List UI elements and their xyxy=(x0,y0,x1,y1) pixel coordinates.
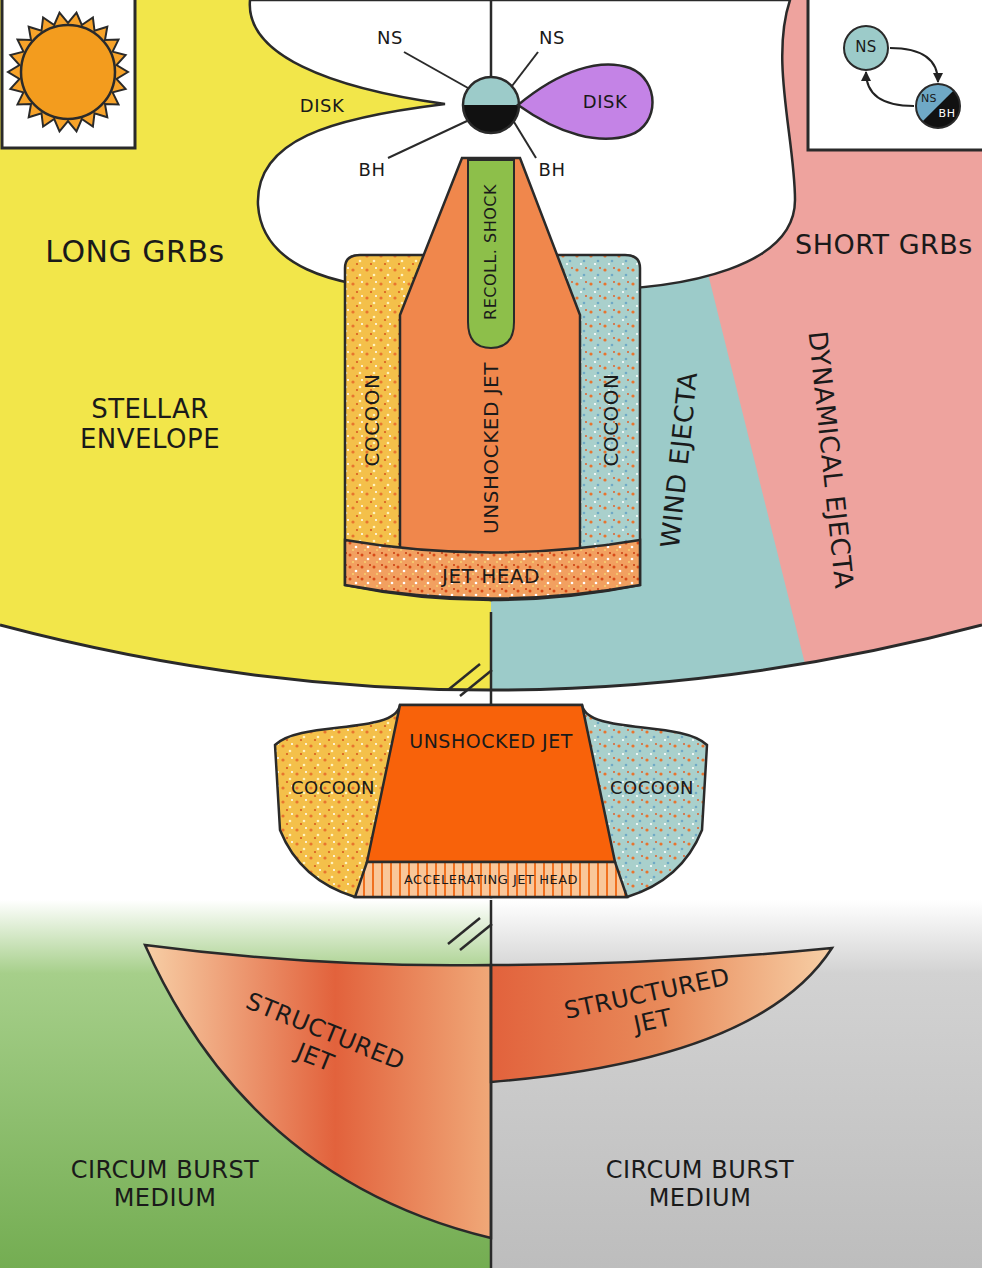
region-label: DISK xyxy=(583,92,627,113)
leader-lines xyxy=(388,52,538,158)
jet-shape xyxy=(400,158,580,570)
envelope-region: STELLAR ENVELOPE xyxy=(30,380,280,470)
inset-frame xyxy=(2,0,135,148)
bh-half xyxy=(916,84,960,128)
cocoon-region: COCOON xyxy=(604,760,704,816)
medium-region: CIRCUM BURST MEDIUM xyxy=(558,1150,842,1220)
sun-symbol xyxy=(21,25,115,119)
group-heading: SHORT GRBs xyxy=(795,229,973,260)
ns-symbol xyxy=(844,26,888,70)
binary-outline xyxy=(916,84,960,128)
cocoon-region: COCOON xyxy=(582,260,640,580)
jet-head-region: ACCELERATING JET HEAD xyxy=(370,865,610,895)
inset-frame xyxy=(808,0,982,150)
jet-region: UNSHOCKED JET xyxy=(395,720,590,766)
region-label: CIRCUM BURST MEDIUM xyxy=(25,1157,305,1212)
part-label: NS xyxy=(377,28,403,49)
grey-medium xyxy=(491,900,982,1268)
region-label: STRUCTURED JET xyxy=(222,984,419,1106)
ns-half xyxy=(463,77,519,105)
jet-head-region: JET HEAD xyxy=(360,555,620,595)
medium-region: CIRCUM BURST MEDIUM xyxy=(23,1150,307,1220)
jet-region: UNSHOCKED JET RECOLL. SHOCK xyxy=(400,158,580,548)
ns-circle: NS xyxy=(844,26,888,70)
region-label: DYNAMICAL EJECTA xyxy=(802,330,859,591)
cocoon-region: COCOON xyxy=(280,760,390,816)
region-label: COCOON xyxy=(610,778,694,799)
structured-jet-region: STRUCTURED JET xyxy=(220,982,421,1108)
ejecta-region: DYNAMICAL EJECTA xyxy=(800,320,861,600)
region-label: WIND EJECTA xyxy=(656,370,704,549)
region-label: ACCELERATING JET HEAD xyxy=(404,873,578,888)
central-engine xyxy=(463,77,519,133)
shock-region: RECOLL. SHOCK xyxy=(468,160,514,348)
sun-rays xyxy=(8,13,128,132)
jet-head-band xyxy=(345,540,640,599)
part-label: NS xyxy=(539,28,565,49)
part-label: BH xyxy=(359,160,386,181)
orbit-arrow xyxy=(866,72,914,106)
region-label: COCOON xyxy=(291,778,375,799)
region-label: NS xyxy=(855,39,877,56)
disk-shape xyxy=(518,65,653,139)
region-label: UNSHOCKED JET xyxy=(480,362,503,534)
ejecta-region: WIND EJECTA xyxy=(654,360,706,560)
region-label: NS xyxy=(921,93,937,106)
region-label: UNSHOCKED JET xyxy=(409,731,573,753)
recollimation-shock xyxy=(468,160,514,348)
region-label: CIRCUM BURST MEDIUM xyxy=(560,1157,840,1212)
orbit-arrow xyxy=(890,48,938,82)
bh-half xyxy=(463,105,519,133)
region-label: COCOON xyxy=(361,373,384,466)
jet-head-band xyxy=(355,862,627,897)
region-label: STELLAR ENVELOPE xyxy=(30,395,270,455)
group-heading: LONG GRBs xyxy=(45,235,224,270)
jet-shape xyxy=(367,705,615,862)
region-label: JET HEAD xyxy=(442,565,540,588)
disk-region: DISK xyxy=(560,75,650,130)
region-label: RECOLL. SHOCK xyxy=(482,184,500,320)
binary-circle: NSBH xyxy=(916,84,960,128)
part-label: DISK xyxy=(300,96,344,117)
region-label: BH xyxy=(939,108,956,121)
break-marks xyxy=(448,664,492,950)
structured-jet-shape xyxy=(491,948,832,1082)
cocoon-region: COCOON xyxy=(345,260,400,580)
region-label: COCOON xyxy=(600,373,623,466)
structured-jet-region: STRUCTURED JET xyxy=(549,956,750,1053)
green-medium xyxy=(0,900,491,1268)
part-label: BH xyxy=(539,160,566,181)
region-label: STRUCTURED JET xyxy=(551,961,748,1054)
